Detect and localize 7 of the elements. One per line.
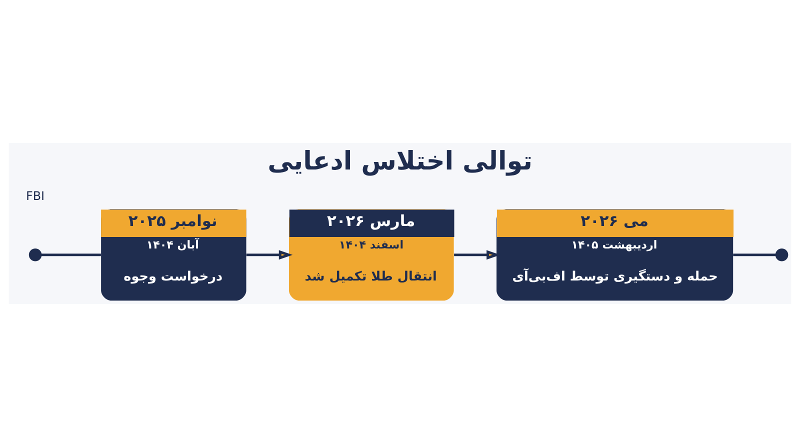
node-circle [775, 248, 788, 262]
diagram-title: توالی اختلاس ادعایی [268, 146, 532, 176]
node-circle [28, 248, 42, 262]
arrow [246, 250, 293, 260]
connector [733, 254, 776, 256]
label: FBI [26, 188, 45, 203]
connector [41, 254, 101, 256]
